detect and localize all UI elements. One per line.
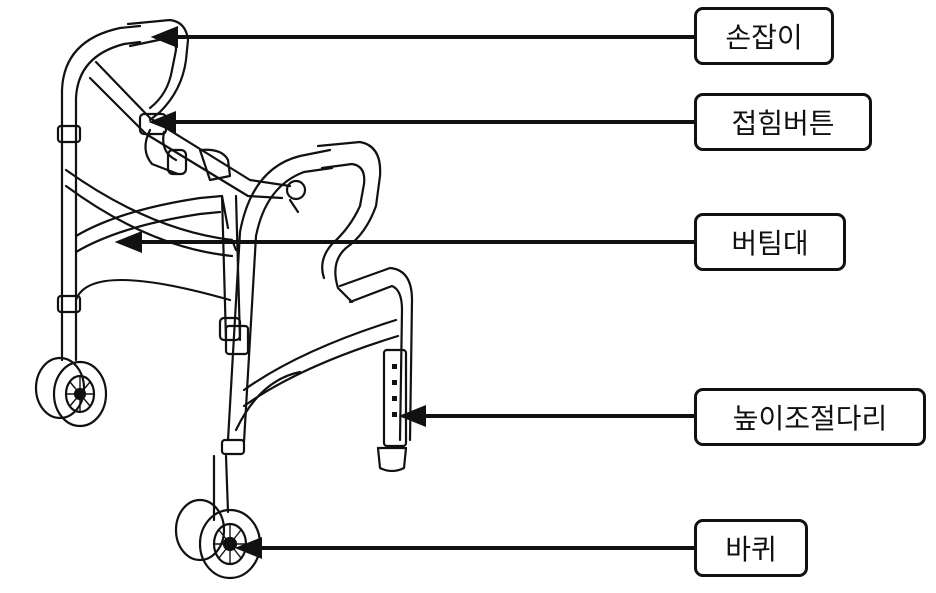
support-bar-label: 버팀대: [694, 213, 846, 271]
fold-button-label: 접힘버튼: [694, 93, 872, 151]
front-frame: [226, 148, 332, 442]
rear-wheel: [34, 356, 108, 428]
walker-illustration: [34, 18, 414, 580]
front-wheel: [174, 454, 262, 580]
back-left-leg: [60, 24, 142, 362]
leader-lines: [114, 26, 694, 559]
leg-tip: [376, 446, 408, 473]
front-handle-grip: [316, 140, 382, 304]
height-leg-label: 높이조절다리: [694, 388, 926, 446]
support-bar: [64, 168, 238, 252]
height-leg-tube: [382, 348, 408, 448]
back-handle-grip: [126, 18, 190, 122]
wheel-label: 바퀴: [694, 519, 808, 577]
handle-label: 손잡이: [694, 7, 834, 65]
